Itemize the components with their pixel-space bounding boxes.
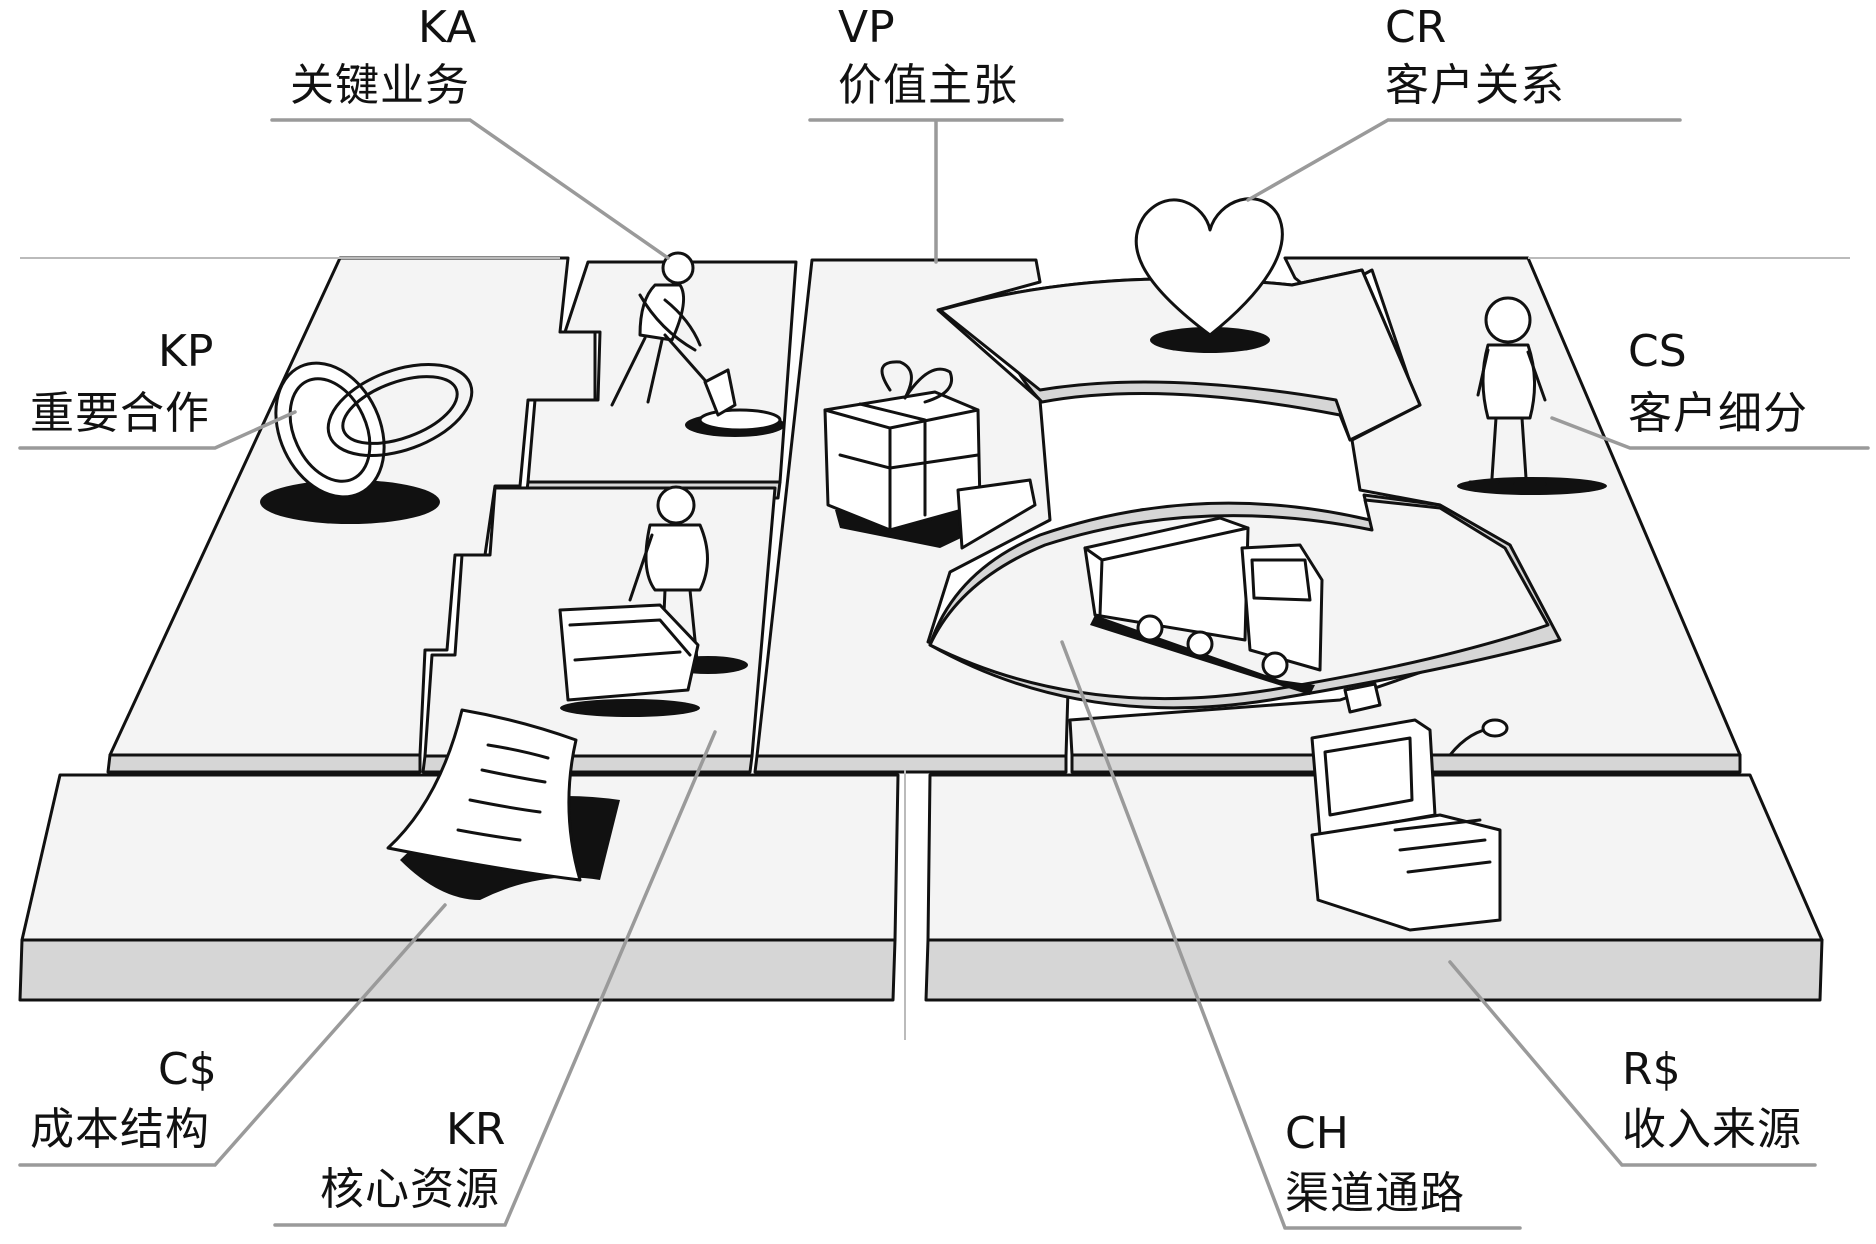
kp-code: KP (158, 326, 214, 377)
cs-name: 客户细分 (1628, 388, 1808, 439)
rings-icon (260, 361, 474, 524)
heart-icon (1134, 197, 1284, 353)
cr-name: 客户关系 (1385, 60, 1565, 111)
standing-person-icon (1457, 296, 1607, 495)
kp-name: 重要合作 (30, 388, 210, 439)
vp-code: VP (838, 2, 895, 53)
right-blocks (928, 256, 1742, 774)
cost-code: C$ (158, 1044, 217, 1095)
leader-lines (18, 118, 1870, 1230)
kr-name: 核心资源 (320, 1164, 500, 1215)
contract-document-icon (386, 708, 620, 900)
cs-code: CS (1628, 326, 1687, 377)
ka-code: KA (418, 2, 477, 53)
ch-code: CH (1285, 1108, 1349, 1159)
rev-name: 收入来源 (1622, 1104, 1802, 1155)
person-with-machine-icon (558, 485, 748, 717)
kr-code: KR (446, 1104, 506, 1155)
cash-register-icon (1310, 682, 1509, 932)
cost-name: 成本结构 (30, 1104, 210, 1155)
vp-name: 价值主张 (838, 60, 1018, 111)
digging-person-icon (610, 251, 785, 437)
ch-name: 渠道通路 (1285, 1168, 1465, 1219)
rev-code: R$ (1622, 1044, 1681, 1095)
ka-name: 关键业务 (290, 60, 470, 111)
cr-code: CR (1385, 2, 1447, 53)
gift-box-icon (823, 360, 1037, 550)
truck-icon (1083, 516, 1324, 695)
